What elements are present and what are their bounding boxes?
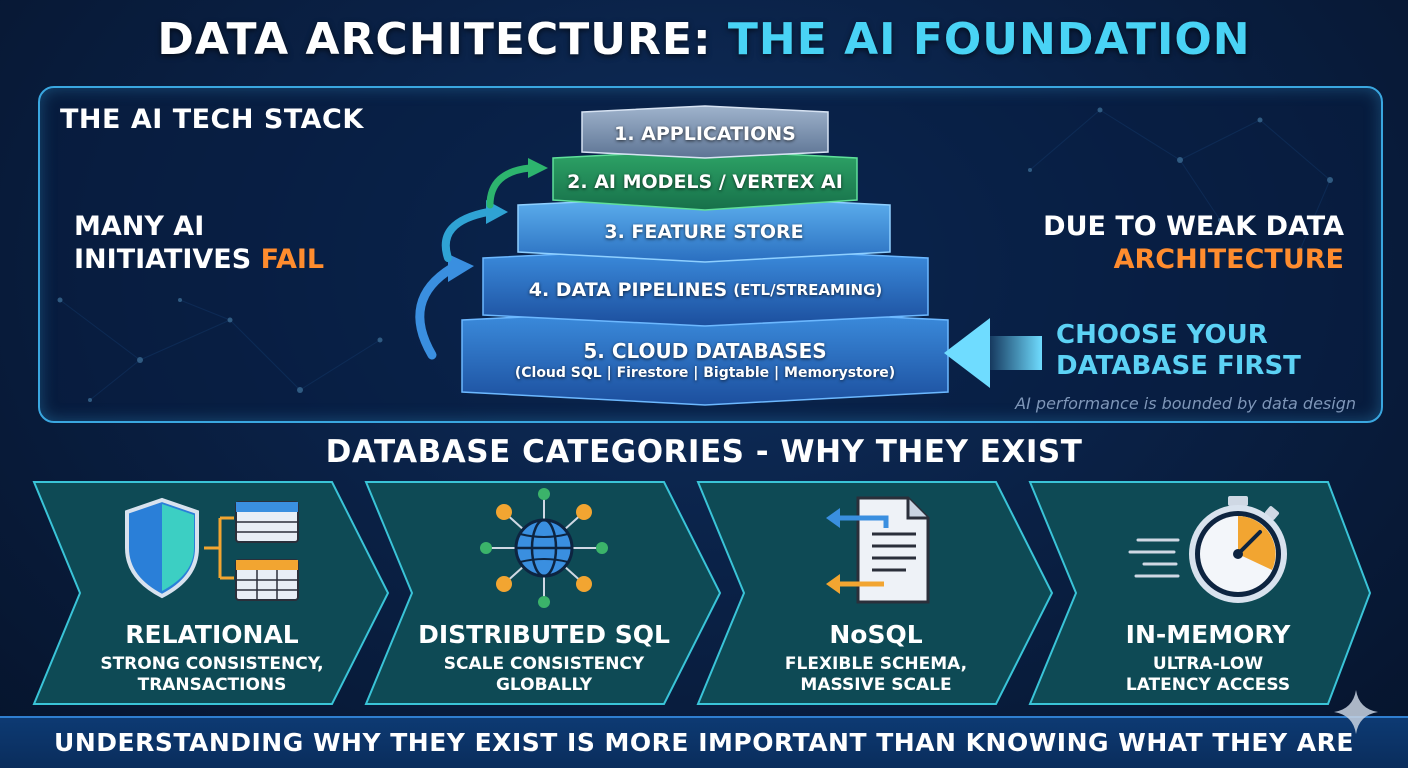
category-nosql: NoSQL FLEXIBLE SCHEMA, MASSIVE SCALE <box>696 478 1056 708</box>
layer-feature-store: 3. FEATURE STORE <box>604 221 804 243</box>
title-main: DATA ARCHITECTURE: <box>157 14 712 65</box>
arrow-shaft <box>982 336 1042 370</box>
fail-statement: MANY AI INITIATIVES FAIL <box>74 211 325 275</box>
arrow-head-icon <box>448 254 474 282</box>
page-title: DATA ARCHITECTURE: THE AI FOUNDATION <box>0 14 1408 65</box>
curved-arrow-icon <box>441 208 492 262</box>
category-relational: RELATIONAL STRONG CONSISTENCY, TRANSACTI… <box>32 478 392 708</box>
curved-arrow-icon <box>486 164 534 209</box>
left-arrow-icon <box>944 318 990 388</box>
shield-table-icon <box>125 497 299 601</box>
document-icon <box>826 496 930 604</box>
layer-data-pipelines: 4. DATA PIPELINES (ETL/STREAMING) <box>528 279 883 301</box>
footer-banner: UNDERSTANDING WHY THEY EXIST IS MORE IMP… <box>0 716 1408 768</box>
category-description: FLEXIBLE SCHEMA, MASSIVE SCALE <box>784 654 968 695</box>
category-name: DISTRIBUTED SQL <box>418 620 670 649</box>
choose-database-callout: CHOOSE YOUR DATABASE FIRST <box>1056 320 1301 381</box>
category-name: NoSQL <box>829 620 923 649</box>
arrow-head-icon <box>528 158 548 178</box>
category-description: ULTRA-LOW LATENCY ACCESS <box>1125 654 1291 695</box>
layer-cloud-databases: 5. CLOUD DATABASES (Cloud SQL | Firestor… <box>514 339 896 381</box>
category-description: SCALE CONSISTENCY GLOBALLY <box>443 654 645 695</box>
title-accent: THE AI FOUNDATION <box>727 14 1251 65</box>
layer-applications: 1. APPLICATIONS <box>614 123 796 145</box>
category-name: IN-MEMORY <box>1125 620 1291 649</box>
category-description: STRONG CONSISTENCY, TRANSACTIONS <box>100 654 324 695</box>
layer-ai-models: 2. AI MODELS / VERTEX AI <box>567 171 843 193</box>
category-name: RELATIONAL <box>125 620 299 649</box>
categories-title: DATABASE CATEGORIES - WHY THEY EXIST <box>325 434 1083 470</box>
performance-note: AI performance is bounded by data design <box>1015 394 1356 413</box>
sparkle-icon <box>1334 690 1378 734</box>
globe-network-icon <box>480 488 608 608</box>
layer-1-shape <box>581 105 829 159</box>
curved-arrow-icon <box>415 263 457 360</box>
stack-title: THE AI TECH STACK <box>60 104 364 135</box>
weak-architecture-statement: DUE TO WEAK DATA ARCHITECTURE <box>1043 211 1344 275</box>
category-distributed-sql: DISTRIBUTED SQL SCALE CONSISTENCY GLOBAL… <box>364 478 724 708</box>
stopwatch-icon <box>1128 496 1287 603</box>
category-in-memory: IN-MEMORY ULTRA-LOW LATENCY ACCESS <box>1028 478 1388 708</box>
